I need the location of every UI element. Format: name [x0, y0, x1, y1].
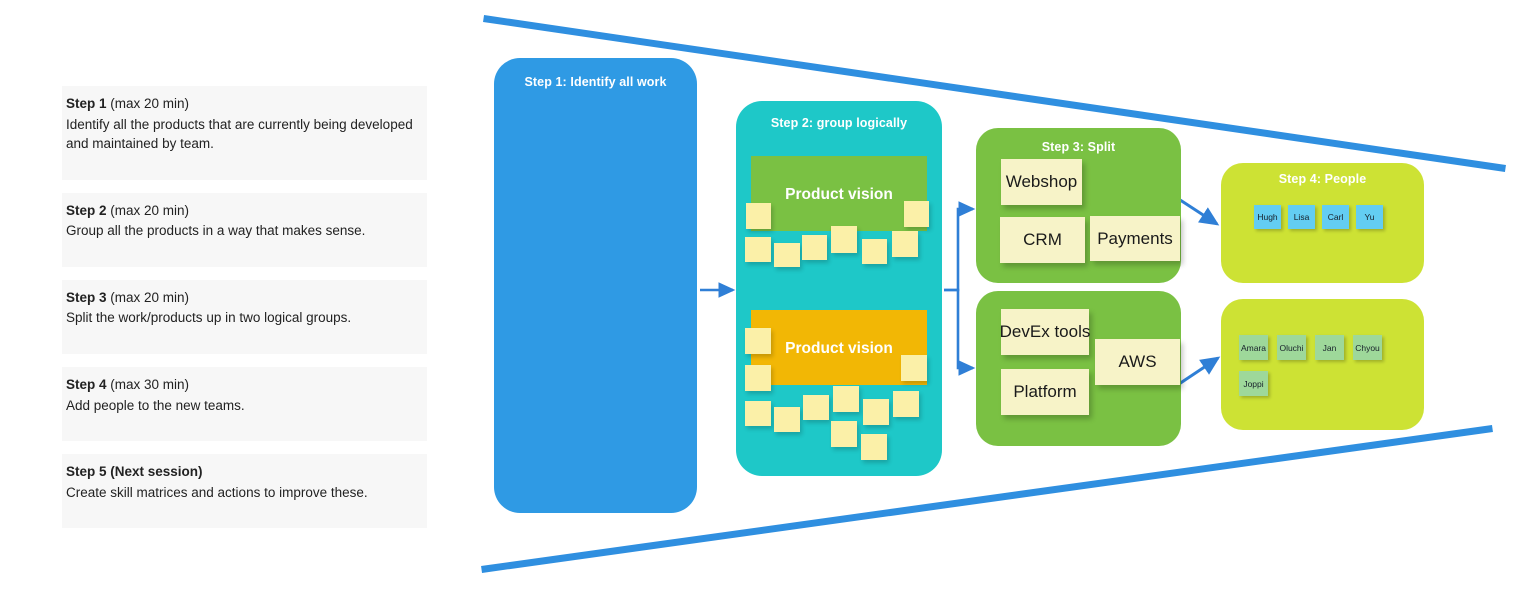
sticky-note[interactable]: [745, 365, 771, 391]
sticky-note[interactable]: [904, 201, 929, 227]
person-tag[interactable]: Yu: [1356, 205, 1383, 229]
step-duration-4: (max 30 min): [106, 376, 190, 392]
sticky-note[interactable]: [745, 401, 771, 426]
person-tag[interactable]: Oluchi: [1277, 335, 1306, 360]
person-tag[interactable]: Joppi: [1239, 371, 1268, 396]
step-description-4: Add people to the new teams.: [66, 397, 245, 413]
step-card-4: Step 4 (max 30 min) Add people to the ne…: [62, 366, 427, 442]
step-title-1: Step 1 (max 20 min): [66, 94, 423, 114]
sticky-note[interactable]: [745, 328, 771, 354]
work-item-note[interactable]: Payments: [1090, 216, 1180, 261]
step-card-1: Step 1 (max 20 min) Identify all the pro…: [62, 86, 427, 180]
product-vision-block-green: Product vision: [751, 156, 927, 231]
arrow-step3top-to-step4top: [1173, 194, 1220, 226]
arrow-step3bot-to-step4bot: [1175, 356, 1221, 388]
arrow-step2-to-step3-top: [944, 201, 976, 292]
step-title-2: Step 2 (max 20 min): [66, 201, 423, 221]
step-card-5: Step 5 (Next session) Create skill matri…: [62, 454, 427, 529]
person-tag[interactable]: Lisa: [1288, 205, 1315, 229]
sticky-note[interactable]: [901, 355, 927, 381]
panel-step-4-team-a[interactable]: Step 4: People Hugh Lisa Carl Yu: [1221, 163, 1424, 283]
step-card-3: Step 3 (max 20 min) Split the work/produ…: [62, 279, 427, 354]
sticky-note[interactable]: [746, 203, 771, 229]
step-title-3: Step 3 (max 20 min): [66, 288, 423, 308]
step-description-3: Split the work/products up in two logica…: [66, 310, 352, 326]
product-vision-block-orange: Product vision: [751, 310, 927, 385]
person-tag[interactable]: Jan: [1315, 335, 1344, 360]
step-number-4: Step 4: [66, 376, 107, 392]
step-number-5: Step 5 (Next session): [66, 464, 203, 480]
step-number-1: Step 1: [66, 96, 107, 111]
step-description-1: Identify all the products that are curre…: [66, 116, 413, 152]
work-item-note[interactable]: CRM: [1000, 217, 1085, 263]
sticky-note[interactable]: [802, 235, 827, 260]
person-tag[interactable]: Chyou: [1353, 335, 1382, 360]
step-title-5: Step 5 (Next session): [66, 462, 423, 482]
sticky-note[interactable]: [863, 399, 889, 425]
work-item-note[interactable]: Webshop: [1001, 159, 1082, 205]
step-duration-3: (max 20 min): [106, 289, 190, 305]
banner-line-bottom: [481, 425, 1493, 573]
step-card-2: Step 2 (max 20 min) Group all the produc…: [62, 192, 427, 267]
panel-step-2-title: Step 2: group logically: [770, 116, 908, 130]
sticky-note[interactable]: [861, 434, 887, 460]
panel-step-1-title: Step 1: Identify all work: [524, 75, 667, 89]
sticky-note[interactable]: [803, 395, 829, 420]
step-number-2: Step 2: [66, 202, 107, 218]
panel-step-3-group-a[interactable]: Step 3: Split Webshop CRM Payments: [976, 128, 1181, 283]
arrow-step2-to-step3-bottom: [944, 288, 976, 376]
panel-step-3-title: Step 3: Split: [1041, 140, 1116, 154]
step-description-2: Group all the products in a way that mak…: [66, 223, 366, 239]
banner-line-top: [483, 15, 1506, 172]
sticky-note[interactable]: [774, 407, 800, 432]
person-tag[interactable]: Amara: [1239, 335, 1268, 360]
person-tag[interactable]: Hugh: [1254, 205, 1281, 229]
sticky-note[interactable]: [831, 226, 857, 253]
sticky-note[interactable]: [831, 421, 857, 447]
panel-step-1[interactable]: Step 1: Identify all work: [494, 58, 697, 513]
sticky-note[interactable]: [862, 239, 887, 264]
sticky-note[interactable]: [893, 391, 919, 417]
sticky-note[interactable]: [833, 386, 859, 412]
panel-step-4-team-b[interactable]: Amara Oluchi Jan Chyou Joppi: [1221, 299, 1424, 430]
panel-step-4-title: Step 4: People: [1278, 172, 1367, 186]
step-duration-2: (max 20 min): [106, 202, 190, 218]
work-item-note[interactable]: Platform: [1001, 369, 1089, 415]
sticky-note[interactable]: [745, 237, 771, 262]
panel-step-3-group-b[interactable]: DevEx tools Platform AWS: [976, 291, 1181, 446]
step-duration-1: (max 20 min): [106, 96, 190, 111]
steps-list: Step 1 (max 20 min) Identify all the pro…: [62, 86, 427, 541]
step-number-3: Step 3: [66, 289, 107, 305]
sticky-note[interactable]: [892, 231, 918, 257]
work-item-note[interactable]: AWS: [1095, 339, 1180, 385]
sticky-note[interactable]: [774, 243, 800, 267]
work-item-note[interactable]: DevEx tools: [1000, 309, 1090, 355]
step-description-5: Create skill matrices and actions to imp…: [66, 484, 368, 500]
person-tag[interactable]: Carl: [1322, 205, 1349, 229]
step-title-4: Step 4 (max 30 min): [66, 375, 423, 395]
panel-step-2[interactable]: Step 2: group logically Product vision P…: [736, 101, 942, 476]
